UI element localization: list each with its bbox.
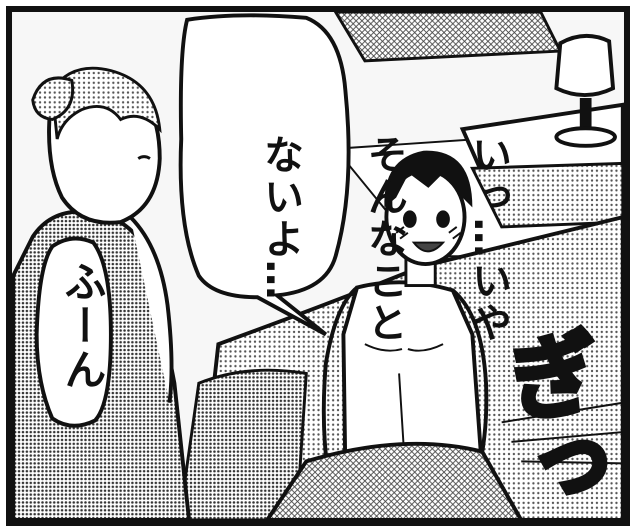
woman-arm (129, 215, 174, 404)
man-blush (395, 226, 462, 240)
panel-artwork (12, 12, 624, 520)
man-line-1: いっ…いや (465, 133, 511, 344)
speech-bubble-man-text: いっ…いや そんなこと ないよ… (202, 38, 566, 344)
man-right-eye (436, 210, 450, 228)
woman-hair (50, 66, 162, 140)
man-hair (384, 150, 473, 208)
man-line-3: ないよ… (257, 133, 303, 302)
man-torso-lines (364, 343, 444, 452)
sfx-motion-lines (501, 401, 623, 465)
woman-eye (137, 155, 151, 160)
sound-effect-text: ぎっ (481, 321, 618, 521)
man-right-arm (451, 288, 489, 472)
comic-panel: いっ…いや そんなこと ないよ… ふーん ぎっ (6, 6, 630, 526)
man-left-eye (402, 210, 417, 228)
speech-bubble-woman-text: ふーん (58, 260, 107, 392)
speech-bubble-man (178, 13, 351, 337)
blanket-fold (177, 368, 308, 520)
man-towel (264, 441, 524, 520)
man-left-arm (321, 285, 359, 472)
lamp-shade (554, 33, 616, 97)
man-line-2: そんなこと (361, 133, 407, 344)
man-mouth (411, 241, 446, 253)
speech-bubble-woman (34, 236, 113, 428)
lamp-stem (579, 97, 592, 132)
lamp-base (554, 126, 617, 148)
woman-hair-bun (31, 76, 75, 121)
